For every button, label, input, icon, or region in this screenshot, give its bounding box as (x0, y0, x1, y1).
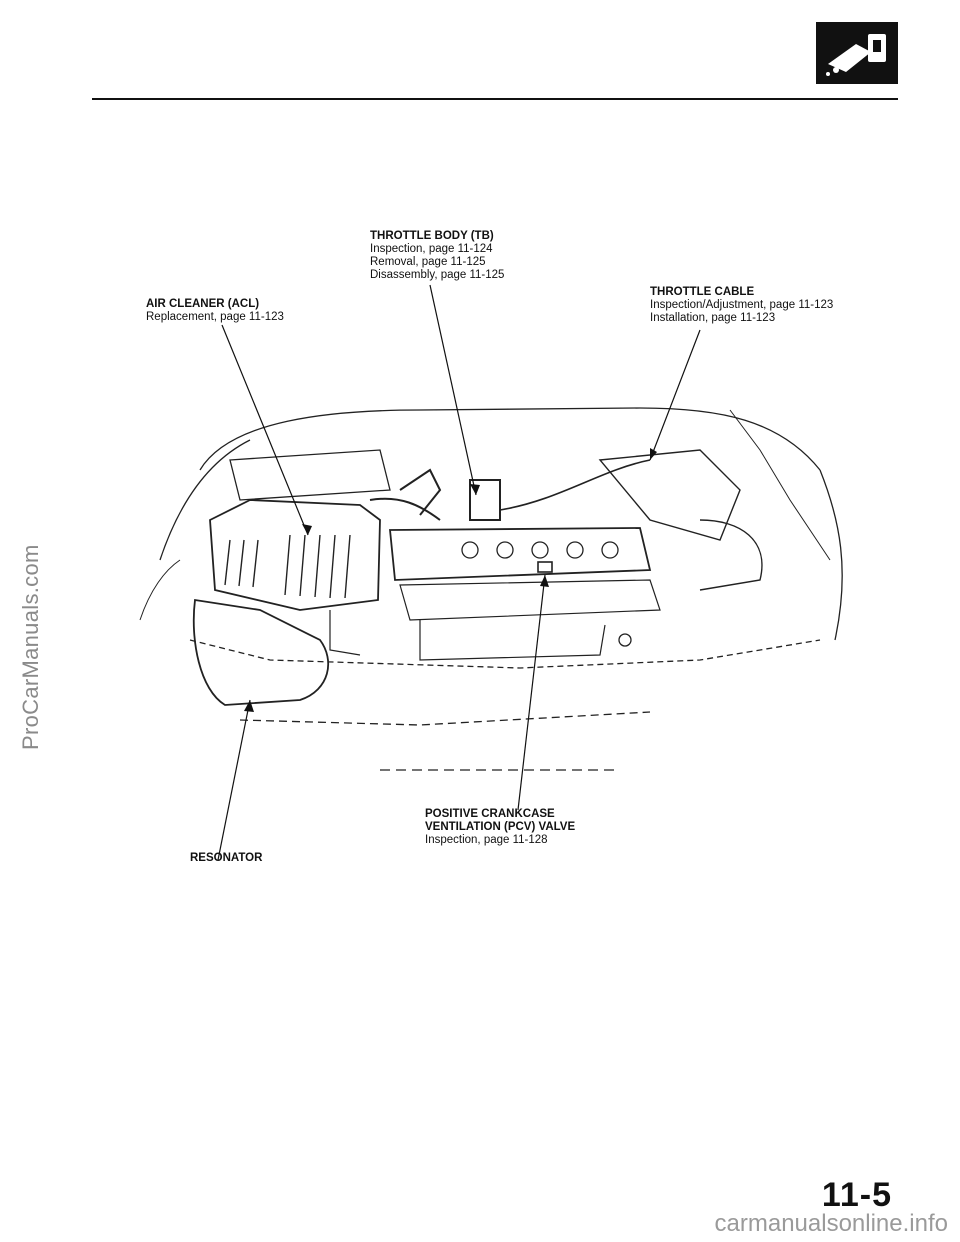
air-cleaner-replacement: Replacement, page 11-123 (146, 311, 284, 323)
throttle-body-inspection: Inspection, page 11-124 (370, 243, 493, 255)
throttle-body-title: THROTTLE BODY (TB) (370, 230, 494, 242)
header-rule (92, 98, 898, 100)
fuel-pump-icon (816, 22, 898, 84)
footer-watermark: carmanualsonline.info (714, 1210, 948, 1237)
resonator-leader (217, 699, 251, 861)
resonator-title: RESONATOR (190, 852, 263, 864)
air-cleaner-leader (221, 324, 309, 536)
pcv-inspection: Inspection, page 11-128 (425, 834, 548, 846)
pcv-valve-leader (517, 574, 546, 811)
throttle-cable-installation: Installation, page 11-123 (650, 312, 776, 324)
throttle-body-removal: Removal, page 11-125 (370, 256, 486, 268)
callout-pcv-valve: POSITIVE CRANKCASE VENTILATION (PCV) VAL… (425, 808, 575, 847)
throttle-cable-leader (649, 329, 701, 461)
callout-air-cleaner: AIR CLEANER (ACL) Replacement, page 11-1… (146, 298, 284, 324)
air-cleaner-title: AIR CLEANER (ACL) (146, 298, 260, 310)
callout-throttle-body: THROTTLE BODY (TB) Inspection, page 11-1… (370, 230, 504, 282)
throttle-cable-title: THROTTLE CABLE (650, 286, 755, 298)
callout-throttle-cable: THROTTLE CABLE Inspection/Adjustment, pa… (650, 286, 833, 325)
page-number: 11-5 (821, 1176, 892, 1214)
throttle-body-leader (429, 284, 477, 496)
throttle-cable-inspection: Inspection/Adjustment, page 11-123 (650, 299, 834, 311)
pcv-title-line2: VENTILATION (PCV) VALVE (425, 821, 576, 833)
throttle-body-disassembly: Disassembly, page 11-125 (370, 269, 505, 281)
pcv-title-line1: POSITIVE CRANKCASE (425, 808, 555, 820)
callout-resonator: RESONATOR (190, 852, 262, 865)
